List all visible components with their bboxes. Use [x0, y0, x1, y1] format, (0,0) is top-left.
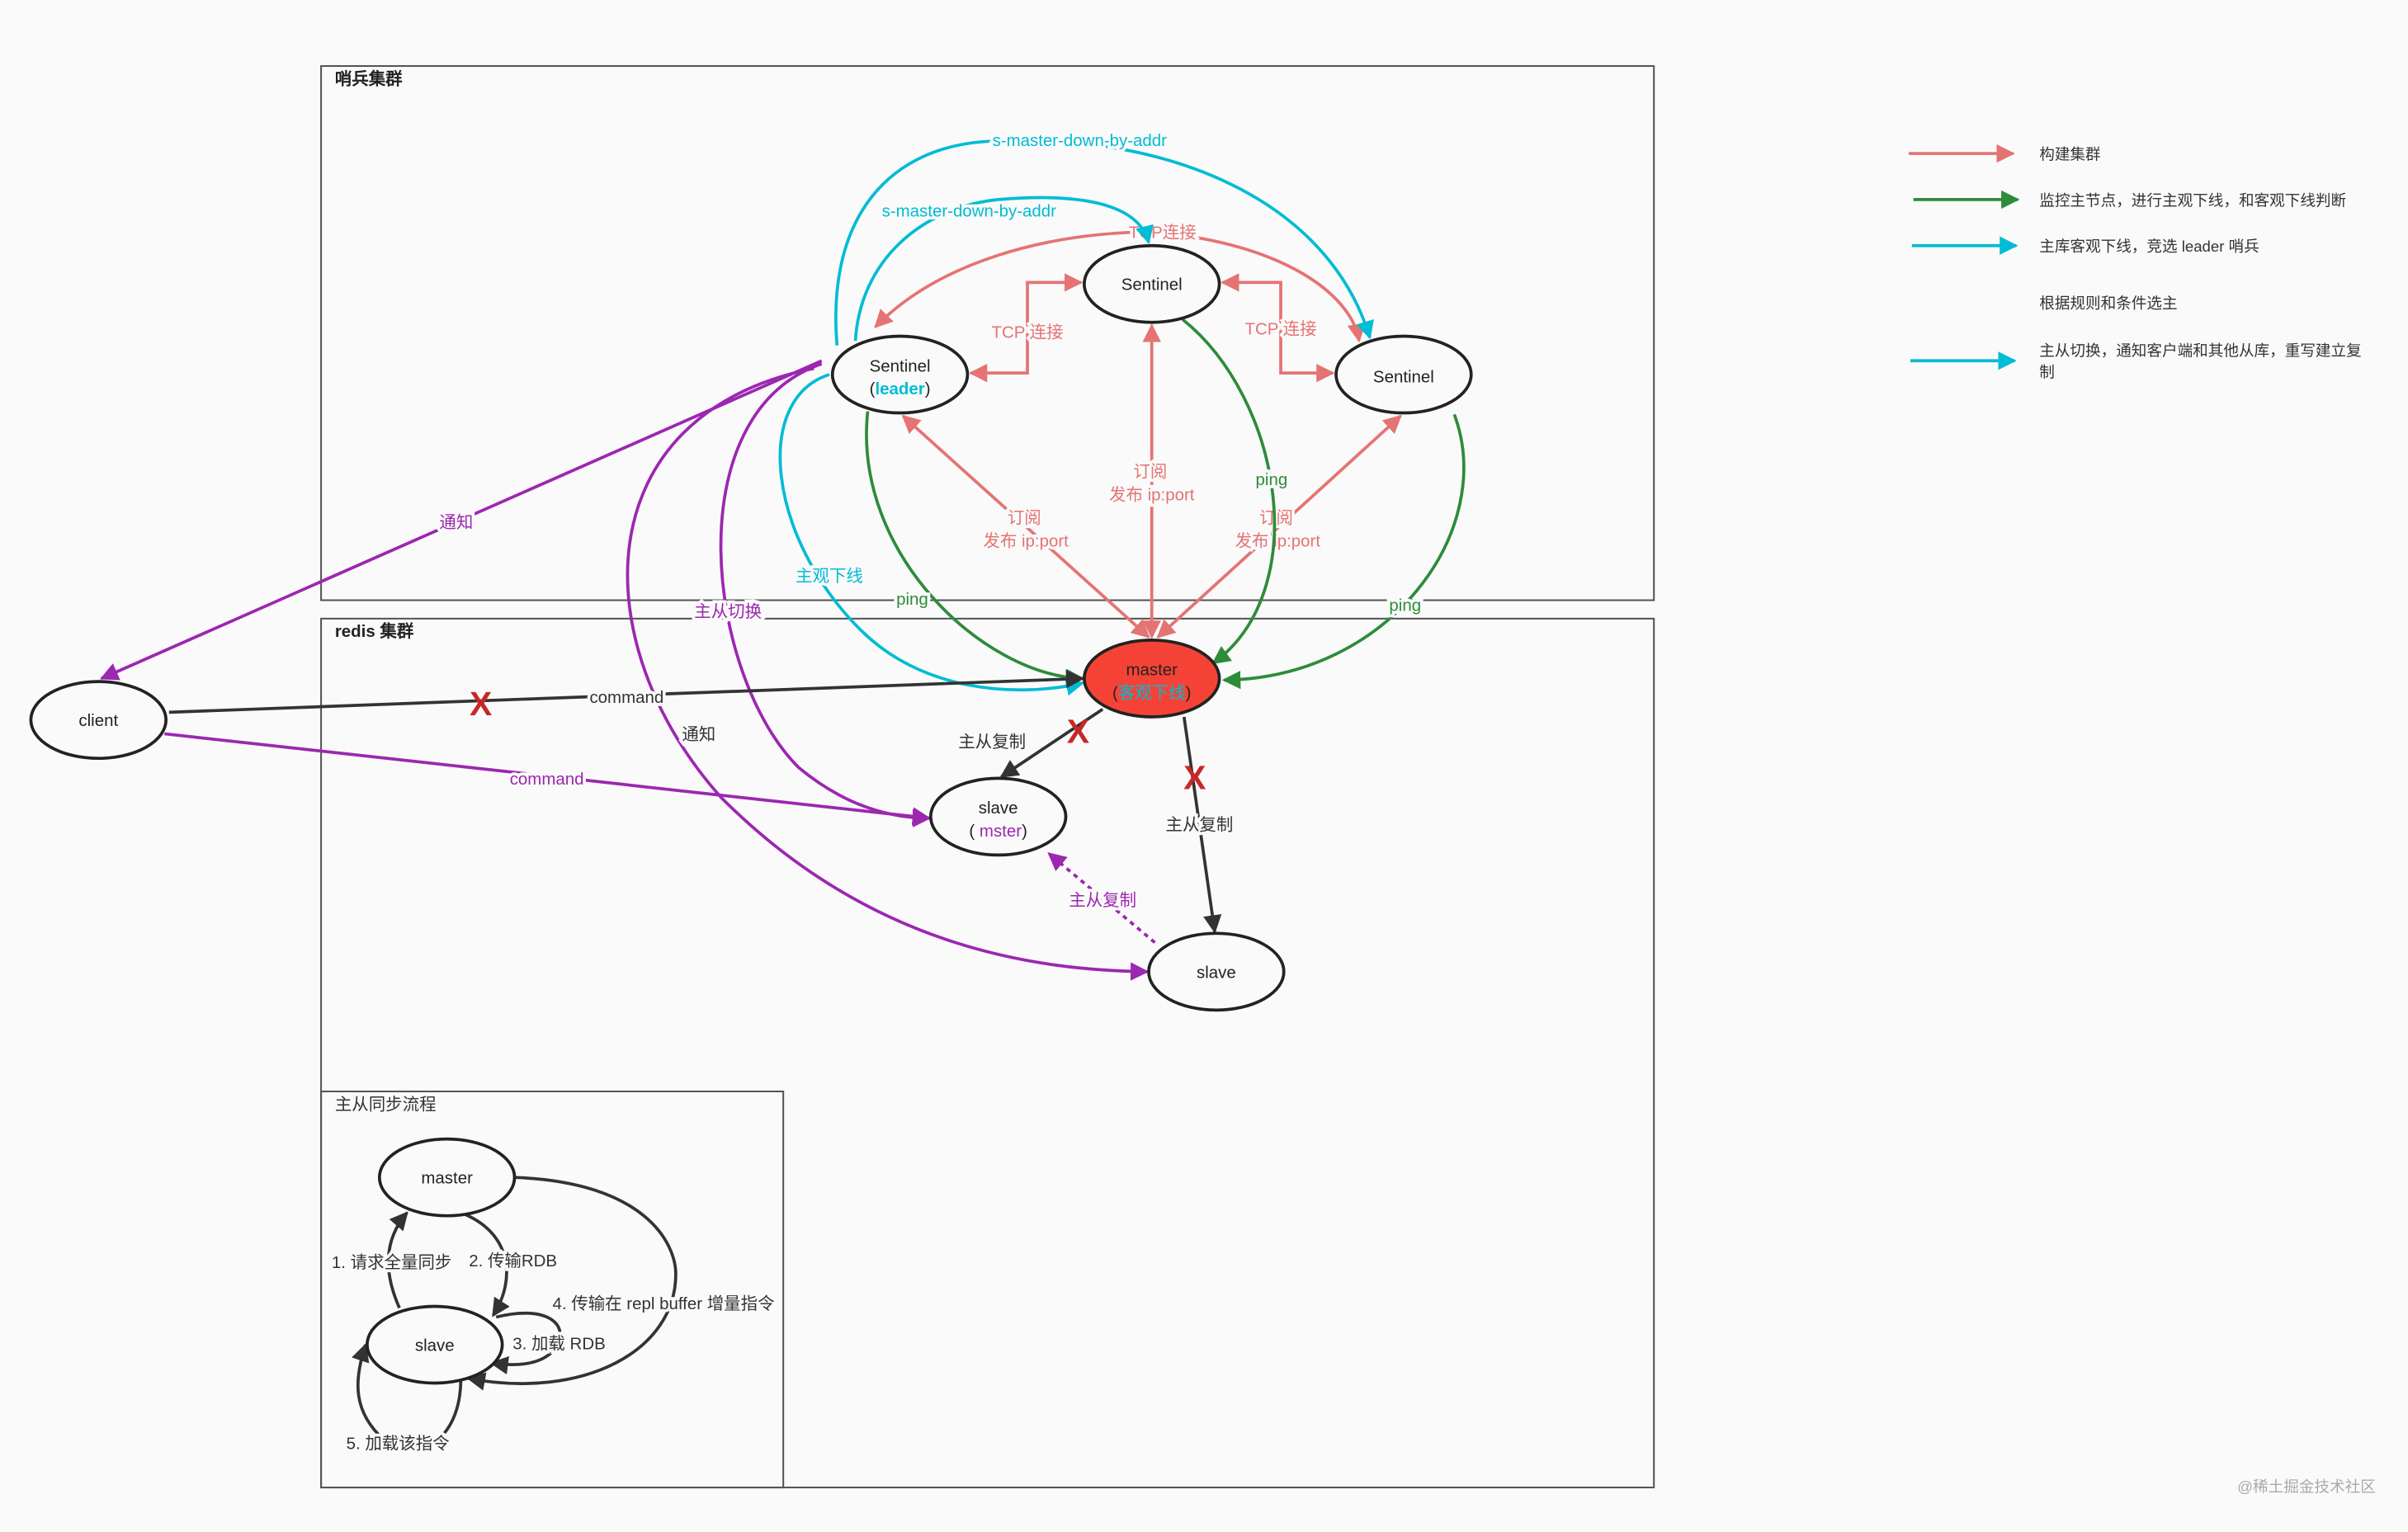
- sync-node-master[interactable]: [377, 1137, 517, 1218]
- sync-flow-title: 主从同步流程: [335, 1095, 437, 1114]
- edge-master-slave: [1182, 716, 1222, 934]
- sentinel-cluster-title: 哨兵集群: [335, 68, 403, 88]
- edge-failover: [719, 362, 932, 827]
- edge-label-notify-slave: 通知: [682, 725, 715, 744]
- sync-edge-3: [489, 1311, 562, 1375]
- legend-label-select: 根据规则和条件选主: [2039, 295, 2177, 312]
- edge-label-repl1: 主从复制: [958, 733, 1026, 752]
- watermark: @稀土掘金技术社区: [2237, 1478, 2376, 1496]
- sync-edge-4: [466, 1176, 678, 1391]
- sync-edge-1: [386, 1211, 408, 1309]
- x-mark-repl2: X: [1183, 758, 1206, 796]
- leader-tag-text: leader: [875, 379, 924, 398]
- edge-label-pub1: 发布 ip:port: [983, 531, 1069, 550]
- edge-master-slave-new: [999, 708, 1104, 779]
- node-sentinel-top[interactable]: [1083, 243, 1221, 324]
- edge-label-pub3: 发布 ip:port: [1235, 531, 1321, 550]
- edge-smdba-outer: [834, 139, 1374, 346]
- node-master-status: (客观下线): [1112, 684, 1191, 703]
- edge-subjective-down: [778, 373, 1085, 696]
- edge-label-ping2: ping: [1256, 470, 1288, 489]
- sync-step-4: 4. 传输在 repl buffer 增量指令: [553, 1294, 775, 1313]
- node-slave-new-master[interactable]: [928, 776, 1068, 857]
- node-client-label: client: [78, 711, 118, 730]
- x-mark-repl1: X: [1067, 713, 1089, 751]
- sync-step-1: 1. 请求全量同步: [332, 1253, 451, 1272]
- edge-tcp-top-leader: [874, 230, 1168, 328]
- edge-label-sub1: 订阅: [1008, 509, 1041, 528]
- edge-label-repl2: 主从复制: [1166, 816, 1234, 835]
- node-sentinel-top-label: Sentinel: [1121, 276, 1183, 295]
- edge-label-smdba-inner: s-master-down-by-addr: [882, 201, 1057, 220]
- sync-edge-5: [358, 1345, 463, 1441]
- edge-label-ping3: ping: [1389, 596, 1421, 615]
- edge-label-command-master: command: [589, 688, 663, 707]
- edge-label-command-slave: command: [510, 770, 584, 789]
- edge-label-smdba-outer: s-master-down-by-addr: [993, 131, 1168, 150]
- edge-notify-client: [99, 359, 823, 681]
- legend: 构建集群 监控主节点，进行主观下线，和客观下线判断 主库客观下线，竞选 lead…: [1909, 144, 2362, 381]
- legend-label-build: 构建集群: [2039, 146, 2100, 163]
- edge-pubsub-right-master: [1156, 414, 1402, 639]
- slave-new-tag-text: mster: [980, 822, 1022, 841]
- edge-label-subjective-down: 主观下线: [796, 567, 863, 586]
- edge-ping-leader-master: [865, 411, 1085, 687]
- edge-tcp-top-right-ortho: [1221, 273, 1335, 383]
- node-leader-tag: (leader): [870, 379, 931, 398]
- redis-cluster-title: redis 集群: [335, 621, 414, 641]
- sync-node-master-label: master: [421, 1169, 473, 1188]
- node-slave[interactable]: [1147, 931, 1286, 1012]
- node-slave-new-tag: ( mster): [969, 822, 1027, 841]
- sync-node-slave-label: slave: [415, 1336, 455, 1355]
- edge-ping-right-master: [1221, 413, 1466, 690]
- edge-label-notify-client: 通知: [439, 513, 473, 532]
- edge-label-pub2: 发布 ip:port: [1109, 486, 1195, 505]
- node-master[interactable]: [1083, 639, 1221, 719]
- edge-label-ping1: ping: [896, 590, 928, 609]
- sync-flow-group: [320, 1090, 785, 1489]
- sync-step-5: 5. 加载该指令: [347, 1435, 450, 1454]
- sync-edge-2: [460, 1211, 510, 1318]
- edge-label-failover: 主从切换: [694, 602, 762, 621]
- edge-notify-slave: [626, 366, 1150, 981]
- node-client[interactable]: [29, 680, 168, 761]
- edge-client-command-master: [168, 670, 1085, 714]
- edge-smdba-inner: [853, 196, 1154, 342]
- legend-label-failover: 主从切换，通知客户端和其他从库，重写建立复: [2039, 342, 2361, 360]
- edge-ping-top-master: [1181, 318, 1277, 665]
- node-sentinel-right[interactable]: [1334, 334, 1473, 415]
- legend-label-monitor: 监控主节点，进行主观下线，和客观下线判断: [2039, 191, 2346, 209]
- edge-label-sub3: 订阅: [1259, 509, 1293, 528]
- edge-label-repl-new: 主从复制: [1069, 891, 1136, 910]
- edge-label-sub2: 订阅: [1133, 463, 1167, 482]
- edge-tcp-top-right: [1144, 230, 1366, 343]
- edge-label-tcp-left: TCP 连接: [991, 323, 1063, 342]
- sync-step-2: 2. 传输RDB: [469, 1252, 557, 1270]
- x-mark-command: X: [470, 685, 492, 723]
- node-sentinel-right-label: Sentinel: [1373, 367, 1434, 386]
- edge-pubsub-leader-master: [901, 414, 1150, 639]
- node-slave-label: slave: [1197, 963, 1236, 982]
- legend-label-elect: 主库客观下线，竞选 leader 哨兵: [2039, 238, 2259, 255]
- edge-label-tcp-right: TCP 连接: [1244, 320, 1316, 339]
- node-master-label: master: [1126, 661, 1178, 680]
- edge-tcp-leader-top: [968, 273, 1084, 383]
- master-status-text: 客观下线: [1118, 684, 1186, 703]
- node-sentinel-leader-label: Sentinel: [870, 356, 931, 375]
- edge-client-command-slave: [164, 732, 932, 826]
- node-slave-new-label: slave: [979, 799, 1018, 818]
- node-sentinel-leader[interactable]: [830, 334, 970, 415]
- sentinel-cluster-group: [320, 64, 1655, 601]
- legend-label-failover-2: 制: [2039, 364, 2055, 381]
- sync-node-slave[interactable]: [366, 1304, 504, 1385]
- sync-step-3: 3. 加载 RDB: [512, 1335, 606, 1354]
